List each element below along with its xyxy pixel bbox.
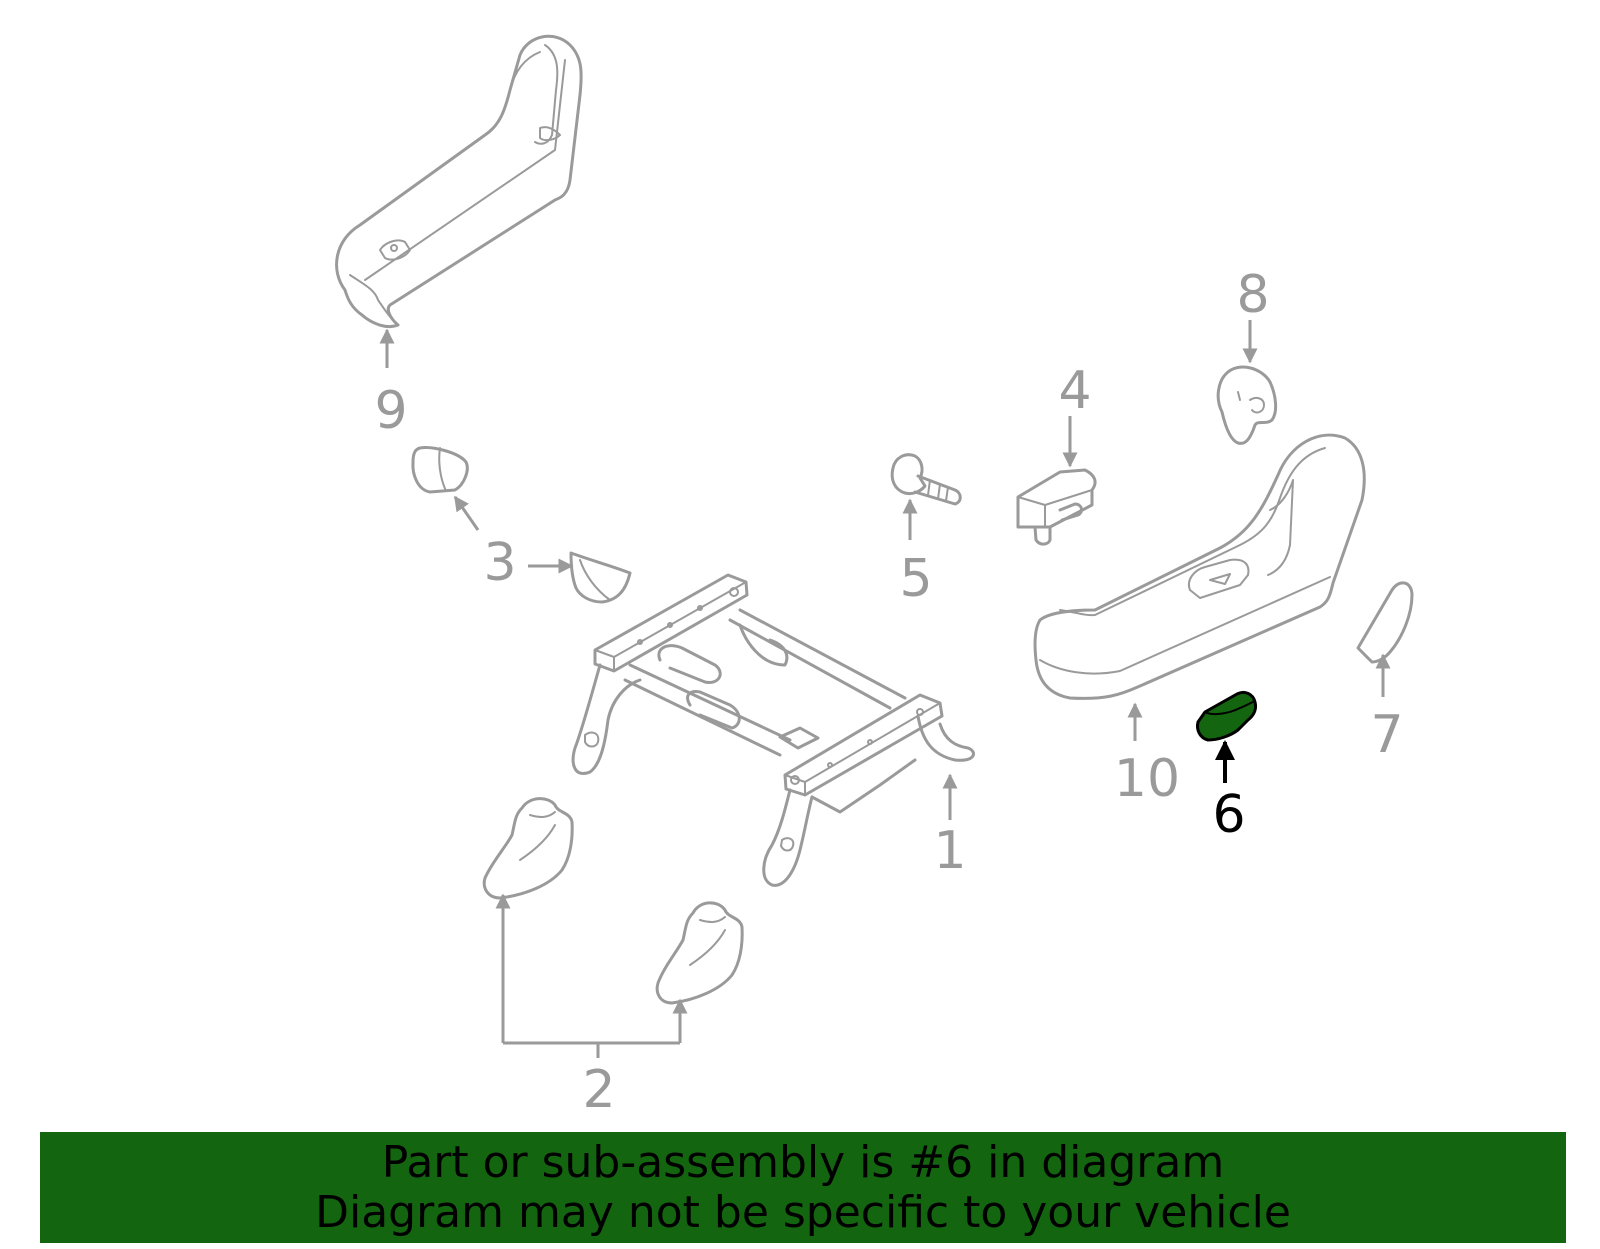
part-3-cap-upper[interactable] bbox=[411, 446, 469, 494]
callout-5: 5 bbox=[899, 549, 932, 609]
part-3-cap-lower[interactable] bbox=[569, 551, 632, 604]
callout-4: 4 bbox=[1058, 361, 1091, 421]
part-6-knob-highlighted[interactable] bbox=[1196, 690, 1257, 742]
part-9-side-cover[interactable] bbox=[335, 34, 583, 329]
part-2-cover-lower[interactable] bbox=[655, 901, 744, 1005]
leader-2 bbox=[501, 895, 682, 1058]
callout-2: 2 bbox=[582, 1060, 615, 1120]
banner-line-part: Part or sub-assembly is #6 in diagram bbox=[381, 1137, 1225, 1188]
callout-10: 10 bbox=[1114, 749, 1180, 809]
callout-7: 7 bbox=[1370, 705, 1403, 765]
callout-8: 8 bbox=[1236, 265, 1269, 325]
callout-1: 1 bbox=[933, 821, 966, 881]
callout-6-highlighted: 6 bbox=[1212, 785, 1245, 845]
part-8-knob[interactable] bbox=[1216, 365, 1278, 445]
banner-line-disclaimer: Diagram may not be specific to your vehi… bbox=[315, 1187, 1291, 1238]
info-banner: Part or sub-assembly is #6 in diagram Di… bbox=[40, 1132, 1566, 1243]
part-4-switch[interactable] bbox=[1016, 468, 1097, 546]
leader-lines bbox=[379, 320, 1391, 1058]
part-2-cover-upper[interactable] bbox=[482, 797, 574, 900]
part-7-lever[interactable] bbox=[1356, 581, 1414, 664]
part-5-bolt[interactable] bbox=[890, 453, 962, 506]
callout-9: 9 bbox=[374, 381, 407, 441]
part-10-side-cover[interactable] bbox=[1033, 433, 1366, 700]
callout-3: 3 bbox=[483, 533, 516, 593]
part-1-seat-track[interactable] bbox=[571, 573, 976, 887]
leader-3-upper bbox=[453, 495, 480, 531]
